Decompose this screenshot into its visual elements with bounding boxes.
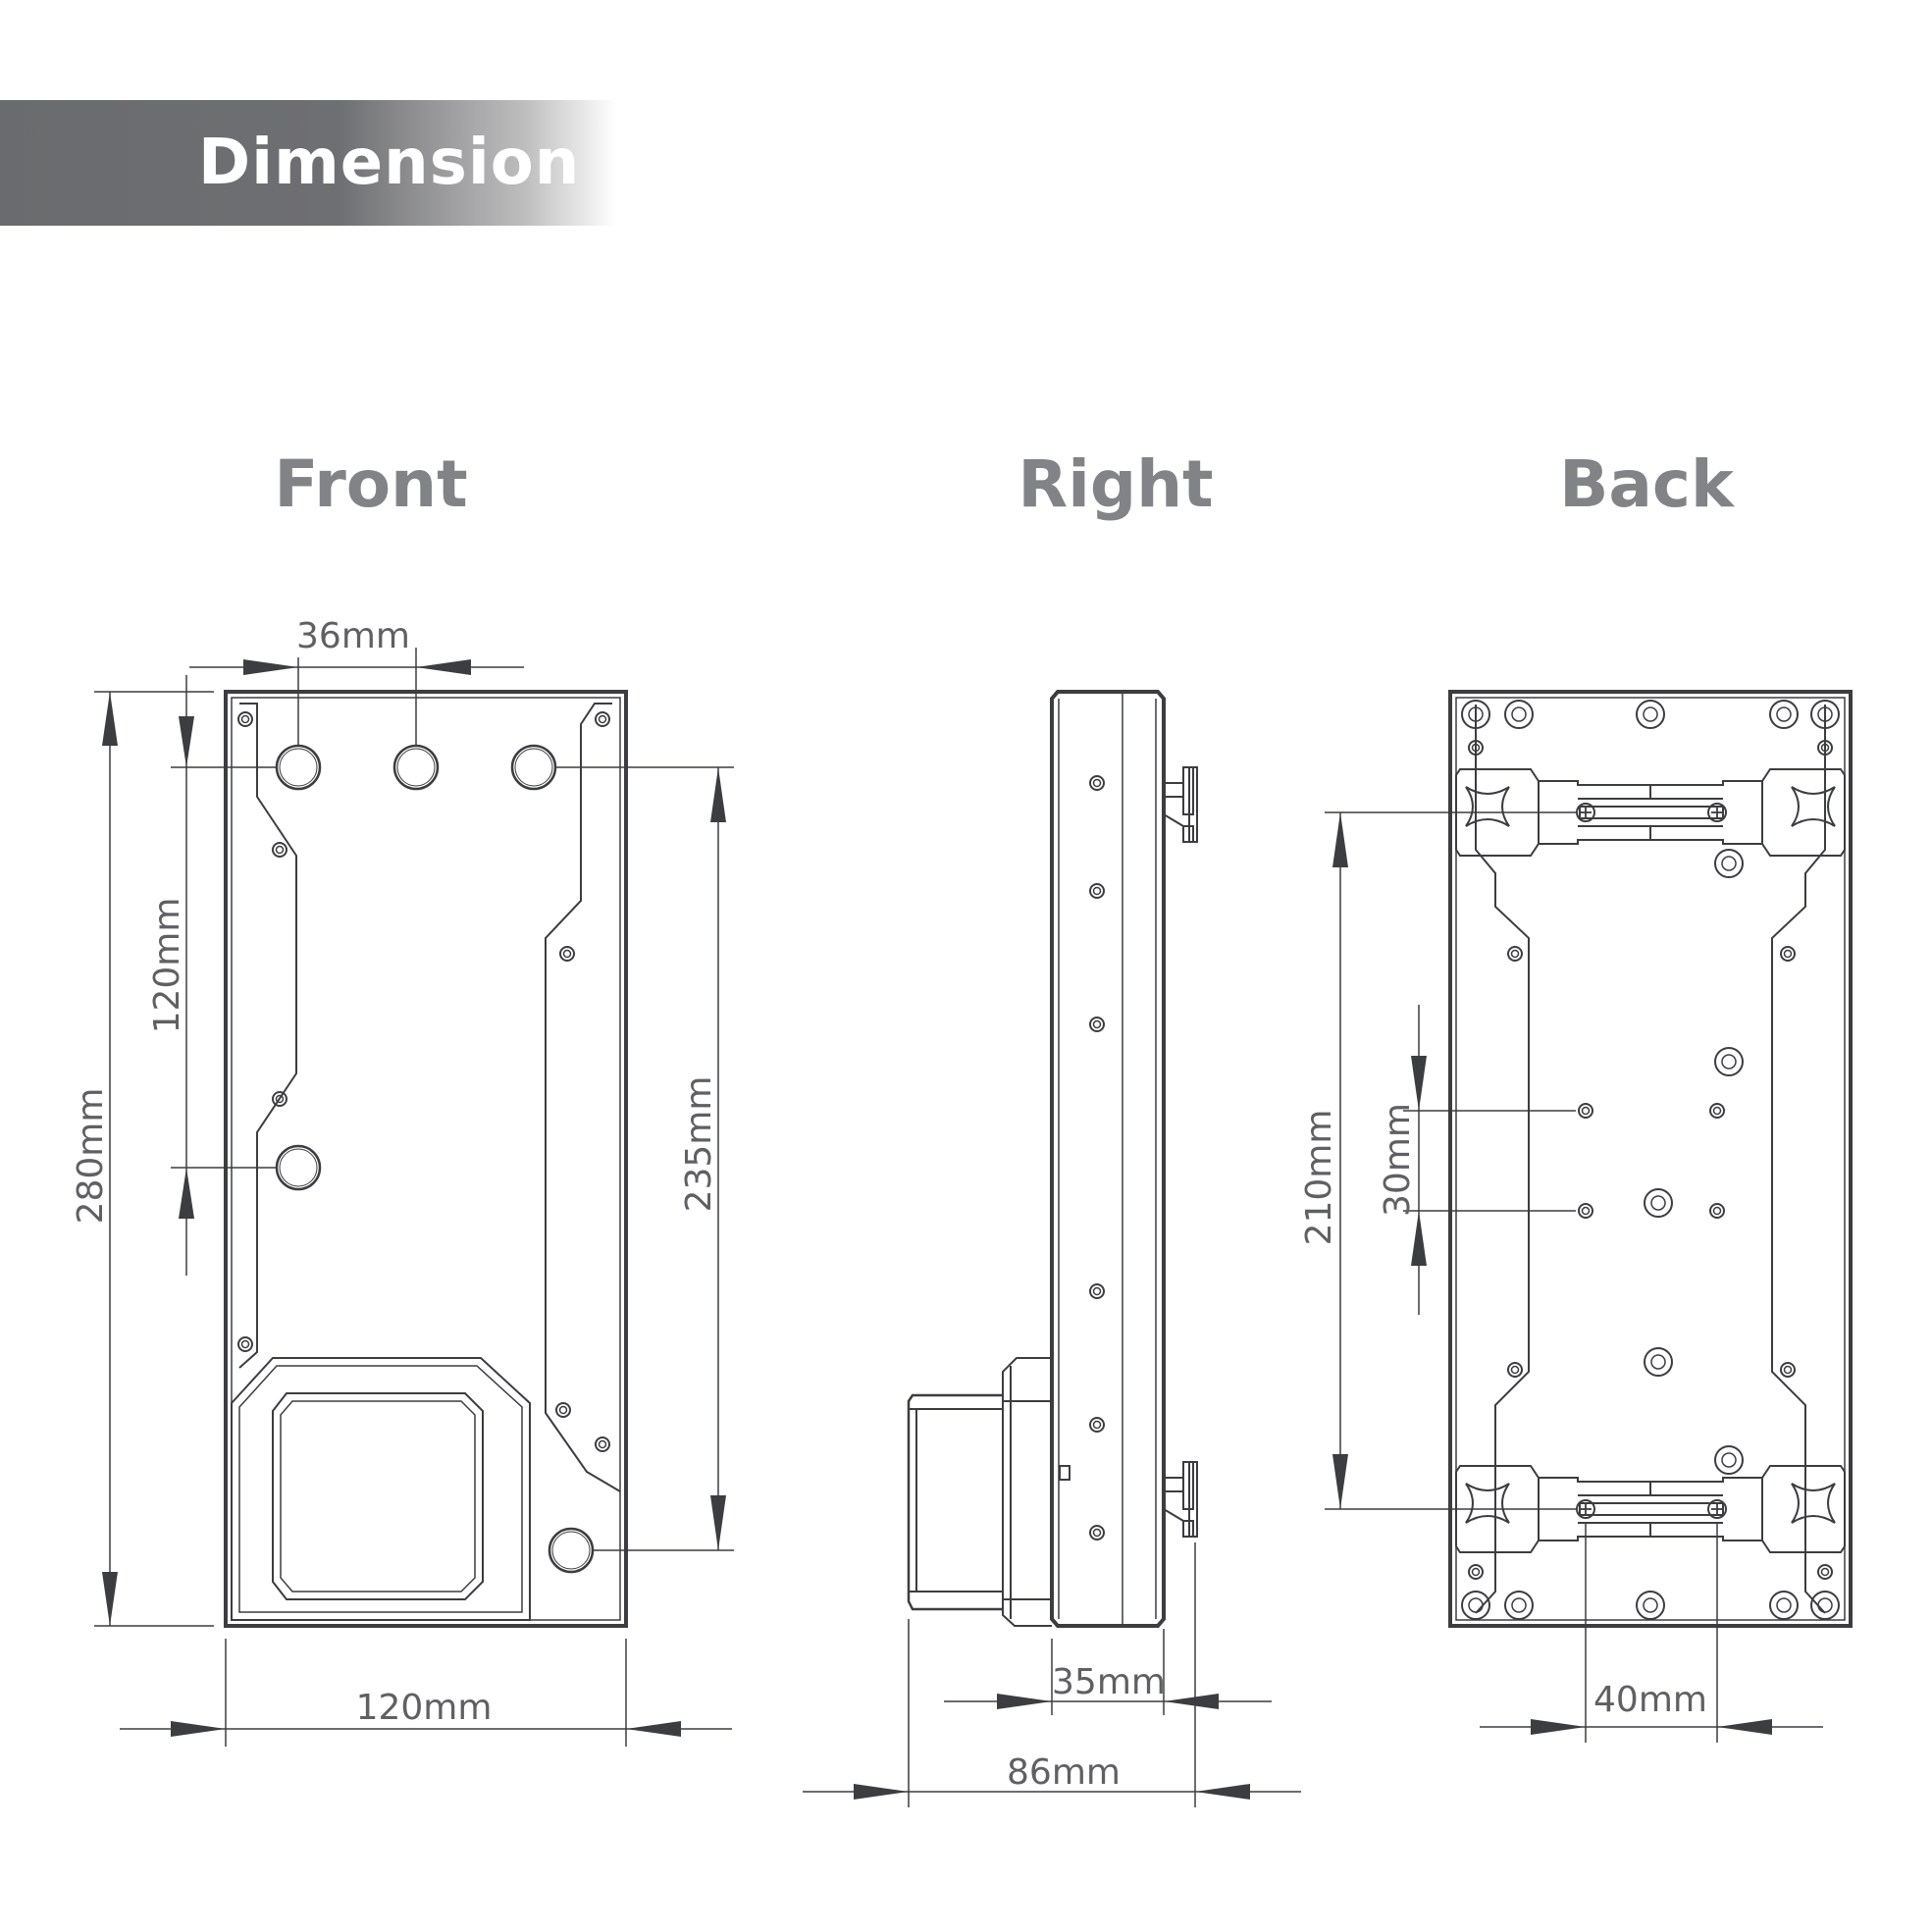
front-view-title: Front: [274, 446, 468, 522]
back-right-rail: [1771, 705, 1826, 1614]
page-title: Dimension: [198, 127, 581, 199]
front-port-offset-label: 120mm: [147, 898, 187, 1034]
back-left-rail: [1475, 705, 1530, 1614]
front-dimensions: [94, 648, 734, 1747]
right-thickness-label: 35mm: [1052, 1662, 1166, 1702]
back-dimension-labels: 210mm 30mm 40mm: [1299, 1103, 1707, 1720]
front-left-plate: [238, 703, 297, 1369]
front-view: [224, 690, 628, 1628]
front-right-plate: [545, 703, 621, 1492]
front-port-spacing-label: 36mm: [296, 616, 410, 656]
right-pump-housing: [907, 1357, 1070, 1627]
back-mount-height-label: 210mm: [1299, 1110, 1339, 1246]
right-dimension-labels: 35mm 86mm: [1007, 1662, 1166, 1793]
right-view-title: Right: [1018, 446, 1214, 522]
header-banner: [0, 100, 616, 226]
right-dimensions: [803, 1542, 1301, 1807]
front-port-5: [548, 1527, 595, 1574]
right-top-fitting: [1163, 766, 1198, 843]
front-dimension-labels: 36mm 120mm 280mm 235mm 120mm: [71, 616, 719, 1728]
front-port-4: [275, 1144, 322, 1191]
right-body-outline: [1050, 690, 1166, 1628]
front-port-span-label: 235mm: [679, 1076, 719, 1213]
back-dimensions: [1325, 811, 1823, 1743]
front-port-1: [275, 744, 322, 791]
back-body-outline: [1448, 690, 1853, 1628]
right-bottom-fitting: [1163, 1461, 1198, 1538]
front-pump-window: [272, 1392, 484, 1600]
front-port-3: [510, 744, 557, 791]
back-bracket-spacing-label: 40mm: [1593, 1680, 1707, 1720]
front-port-2: [392, 744, 440, 791]
front-pump-housing-outer: [231, 1357, 531, 1621]
back-view: [1448, 690, 1853, 1628]
front-width-label: 120mm: [356, 1688, 493, 1728]
front-body-outline: [224, 690, 628, 1628]
back-view-title: Back: [1559, 446, 1734, 522]
back-hole-spacing-label: 30mm: [1378, 1103, 1418, 1217]
front-height-label: 280mm: [71, 1088, 111, 1225]
right-view: [907, 690, 1198, 1628]
right-depth-label: 86mm: [1007, 1752, 1121, 1793]
